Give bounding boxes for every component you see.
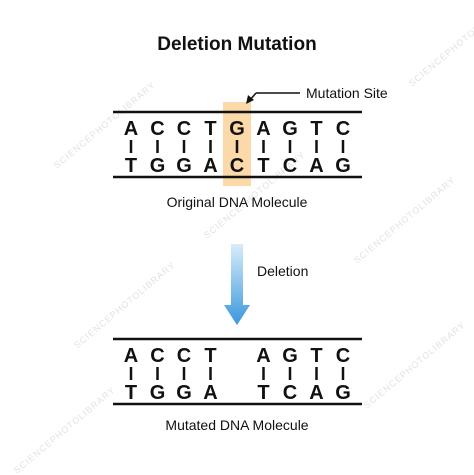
mutated-top-base: G	[282, 345, 298, 367]
original-dna-caption: Original DNA Molecule	[167, 194, 308, 210]
original-top-base: G	[229, 118, 245, 140]
mutated-top-base: C	[177, 345, 191, 367]
original-bottom-base: C	[283, 155, 297, 177]
original-bottom-base: C	[230, 155, 244, 177]
original-top-base: T	[204, 118, 216, 140]
mutated-bottom-base: A	[203, 382, 217, 404]
mutated-bottom-base: C	[283, 382, 297, 404]
mutated-top-base: T	[204, 345, 216, 367]
page-title: Deletion Mutation	[157, 34, 316, 55]
original-top-base: G	[282, 118, 298, 140]
original-top-base: T	[310, 118, 322, 140]
mutated-top-base: C	[336, 345, 350, 367]
original-bottom-base: T	[125, 155, 137, 177]
original-top-base: C	[150, 118, 164, 140]
mutated-bottom-base: A	[309, 382, 323, 404]
original-bottom-base: G	[150, 155, 166, 177]
mutation-site-arrowhead	[246, 95, 254, 104]
mutated-bottom-base: G	[176, 382, 192, 404]
mutated-top-base: A	[124, 345, 138, 367]
deletion-arrow-icon	[224, 244, 250, 325]
mutated-dna-caption: Mutated DNA Molecule	[165, 417, 308, 433]
mutated-bottom-base: G	[335, 382, 351, 404]
mutated-top-base: A	[256, 345, 270, 367]
original-bottom-base: A	[309, 155, 323, 177]
original-bottom-base: G	[335, 155, 351, 177]
mutated-bottom-base: T	[125, 382, 137, 404]
original-top-base: A	[124, 118, 138, 140]
original-bottom-base: A	[203, 155, 217, 177]
mutated-top-base: C	[150, 345, 164, 367]
deletion-label: Deletion	[257, 263, 308, 279]
original-bottom-base: T	[257, 155, 269, 177]
original-bottom-base: G	[176, 155, 192, 177]
mutated-bottom-base: G	[150, 382, 166, 404]
original-top-base: A	[256, 118, 270, 140]
mutated-bottom-base: T	[257, 382, 269, 404]
mutation-site-label: Mutation Site	[306, 85, 388, 101]
original-top-base: C	[336, 118, 350, 140]
original-top-base: C	[177, 118, 191, 140]
mutated-top-base: T	[310, 345, 322, 367]
